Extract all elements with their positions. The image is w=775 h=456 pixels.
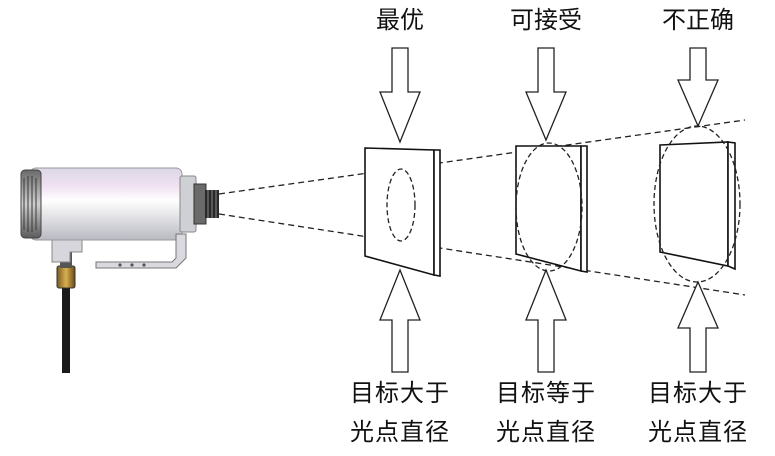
arrow-up-icon bbox=[525, 268, 567, 373]
rear-grip bbox=[23, 176, 37, 232]
lens-grip bbox=[207, 190, 217, 218]
light-spot-3 bbox=[653, 125, 741, 283]
arrow-up-icon bbox=[379, 268, 421, 373]
arrow-down-icon bbox=[379, 47, 421, 144]
panel-3-bottom-line1: 目标大于 bbox=[648, 379, 748, 407]
arrow-down-icon bbox=[525, 47, 567, 142]
panel-2-bottom-line2: 光点直径 bbox=[496, 418, 596, 446]
connector bbox=[56, 265, 76, 289]
lens-ring bbox=[193, 183, 207, 225]
light-spot-1 bbox=[386, 168, 416, 242]
arrow-down-icon bbox=[677, 47, 719, 128]
target-plate-1 bbox=[364, 147, 441, 277]
panel-1-bottom-line1: 目标大于 bbox=[350, 379, 450, 407]
panel-3-top-label: 不正确 bbox=[662, 6, 734, 34]
target-plate-3 bbox=[653, 125, 741, 283]
panel-2-bottom-line1: 目标等于 bbox=[496, 379, 596, 407]
arrow-up-icon bbox=[677, 280, 719, 373]
fov-upper-edge bbox=[218, 119, 746, 195]
cable bbox=[62, 285, 70, 373]
light-spot-2 bbox=[515, 142, 583, 272]
panel-2-top-label: 可接受 bbox=[510, 6, 582, 34]
target-plate-2 bbox=[515, 142, 588, 273]
fov-lower-edge bbox=[218, 213, 746, 296]
panel-3-bottom-line2: 光点直径 bbox=[648, 418, 748, 446]
mounting-bracket bbox=[95, 233, 187, 269]
infrared-thermometer-icon bbox=[20, 167, 219, 373]
panel-1-top-label: 最优 bbox=[376, 6, 424, 34]
panel-1-bottom-line2: 光点直径 bbox=[350, 418, 450, 446]
camera-body bbox=[29, 167, 183, 241]
